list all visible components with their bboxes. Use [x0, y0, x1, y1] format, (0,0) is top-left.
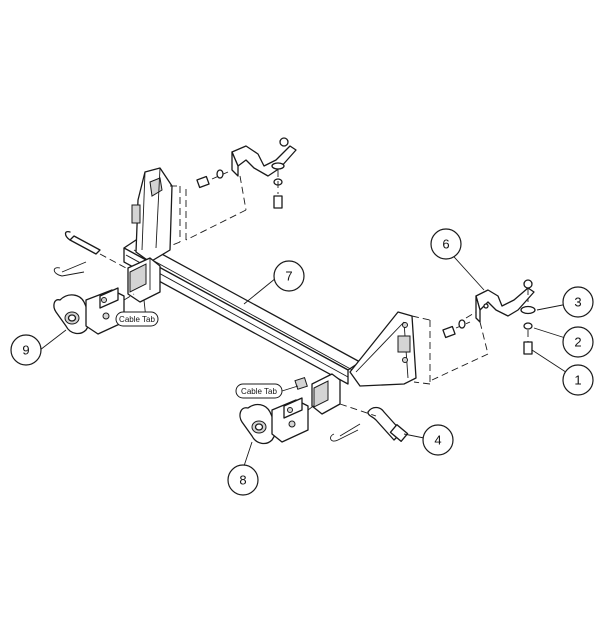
callout-6: 6: [430, 228, 462, 260]
right-safety-pin-part-4: [330, 403, 409, 442]
callout-7: 7: [273, 260, 305, 292]
callout-number: 7: [285, 269, 292, 284]
cable-tab-label-left: Cable Tab: [115, 311, 159, 327]
callout-9: 9: [10, 334, 42, 366]
cable-tab-label-right: Cable Tab: [235, 383, 283, 399]
callout-4: 4: [422, 424, 454, 456]
cable-tab-text: Cable Tab: [241, 387, 277, 396]
callout-number: 9: [22, 343, 29, 358]
right-bracket: [349, 311, 431, 387]
right-adapter-part-8: [239, 397, 317, 445]
callout-2: 2: [562, 326, 594, 358]
washer-part-3: [520, 305, 536, 315]
callout-number: 8: [239, 473, 246, 488]
callout-number: 3: [574, 295, 581, 310]
bolt-part-1: [523, 341, 533, 355]
callout-8: 8: [227, 464, 259, 496]
lock-washer-part-2: [523, 322, 533, 330]
callout-number: 2: [574, 335, 581, 350]
callout-number: 6: [442, 237, 449, 252]
right-strap-part-6: [431, 287, 535, 381]
callout-1: 1: [562, 364, 594, 396]
left-adapter-part-9: [53, 287, 135, 335]
right-hardware: [442, 279, 536, 355]
crossbar: [123, 239, 361, 385]
callout-number: 4: [434, 433, 441, 448]
left-strap-assembly: [185, 137, 297, 241]
cable-tab-text: Cable Tab: [119, 315, 155, 324]
callout-number: 1: [574, 373, 581, 388]
left-receiver: [127, 257, 161, 303]
left-bracket: [131, 167, 181, 263]
callout-3: 3: [562, 286, 594, 318]
left-safety-pin: [53, 230, 127, 277]
